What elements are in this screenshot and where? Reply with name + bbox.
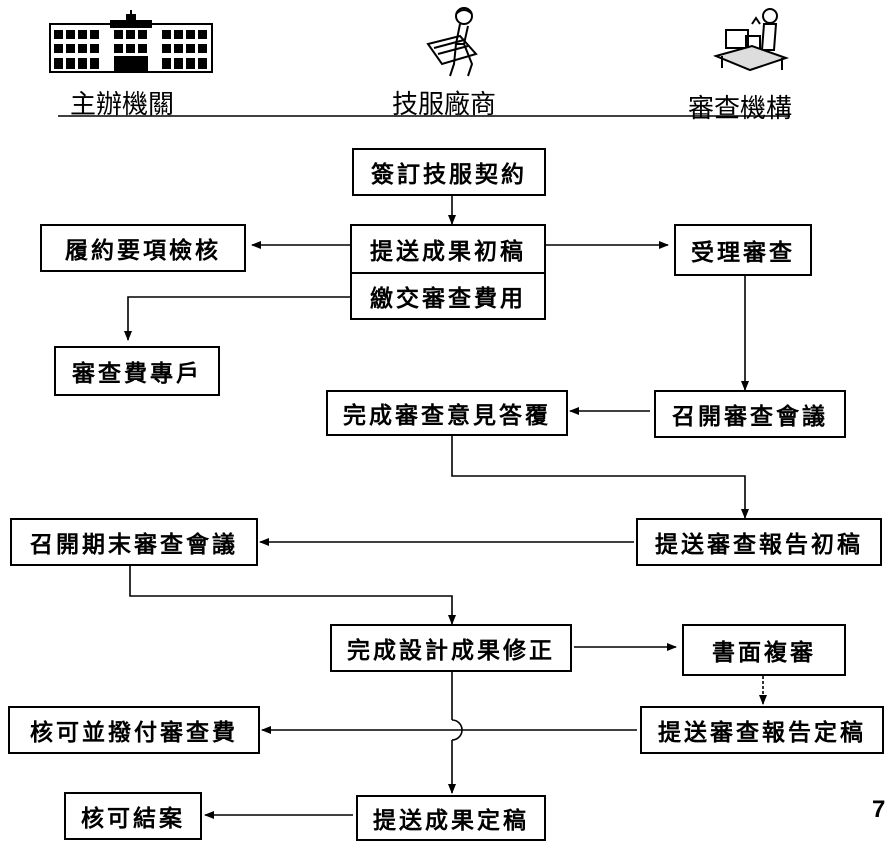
node-fee-account: 審查費專戶: [54, 346, 220, 396]
node-submit-review-draft: 提送審查報告初稿: [636, 518, 882, 566]
node-sign-contract: 簽訂技服契約: [352, 148, 546, 196]
review-meeting-icon: [712, 6, 790, 78]
node-accept-review: 受理審查: [674, 224, 812, 276]
arrow-reply-to-report-draft: [451, 434, 749, 519]
node-submit-final: 提送成果定稿: [356, 795, 546, 841]
arrow-fee-to-account: [124, 296, 350, 341]
arrow-final-meeting-to-revision: [129, 566, 456, 625]
header-label-reviewer: 審查機構: [688, 94, 793, 124]
header-label-agency: 主辦機關: [70, 90, 175, 120]
node-hold-review-meeting: 召開審查會議: [654, 390, 846, 438]
header-label-consultant: 技服廠商: [392, 90, 497, 120]
node-reply-comments: 完成審查意見答覆: [326, 390, 568, 436]
node-contract-check: 履約要項檢核: [40, 224, 246, 272]
node-design-revision: 完成設計成果修正: [330, 624, 572, 672]
node-pay-review-fee: 繳交審查費用: [350, 272, 546, 320]
node-approve-close: 核可結案: [64, 792, 202, 840]
node-approve-pay-fee: 核可並撥付審查費: [8, 706, 260, 754]
node-submit-review-final: 提送審查報告定稿: [640, 706, 884, 754]
node-written-rereview: 書面複審: [682, 624, 846, 676]
node-submit-draft: 提送成果初稿: [350, 224, 546, 274]
node-hold-final-meeting: 召開期末審查會議: [10, 518, 258, 566]
government-building-icon: [48, 8, 214, 74]
engineer-drafting-icon: [420, 4, 490, 78]
page-number: 7: [872, 796, 886, 823]
line-jump: [451, 719, 463, 741]
